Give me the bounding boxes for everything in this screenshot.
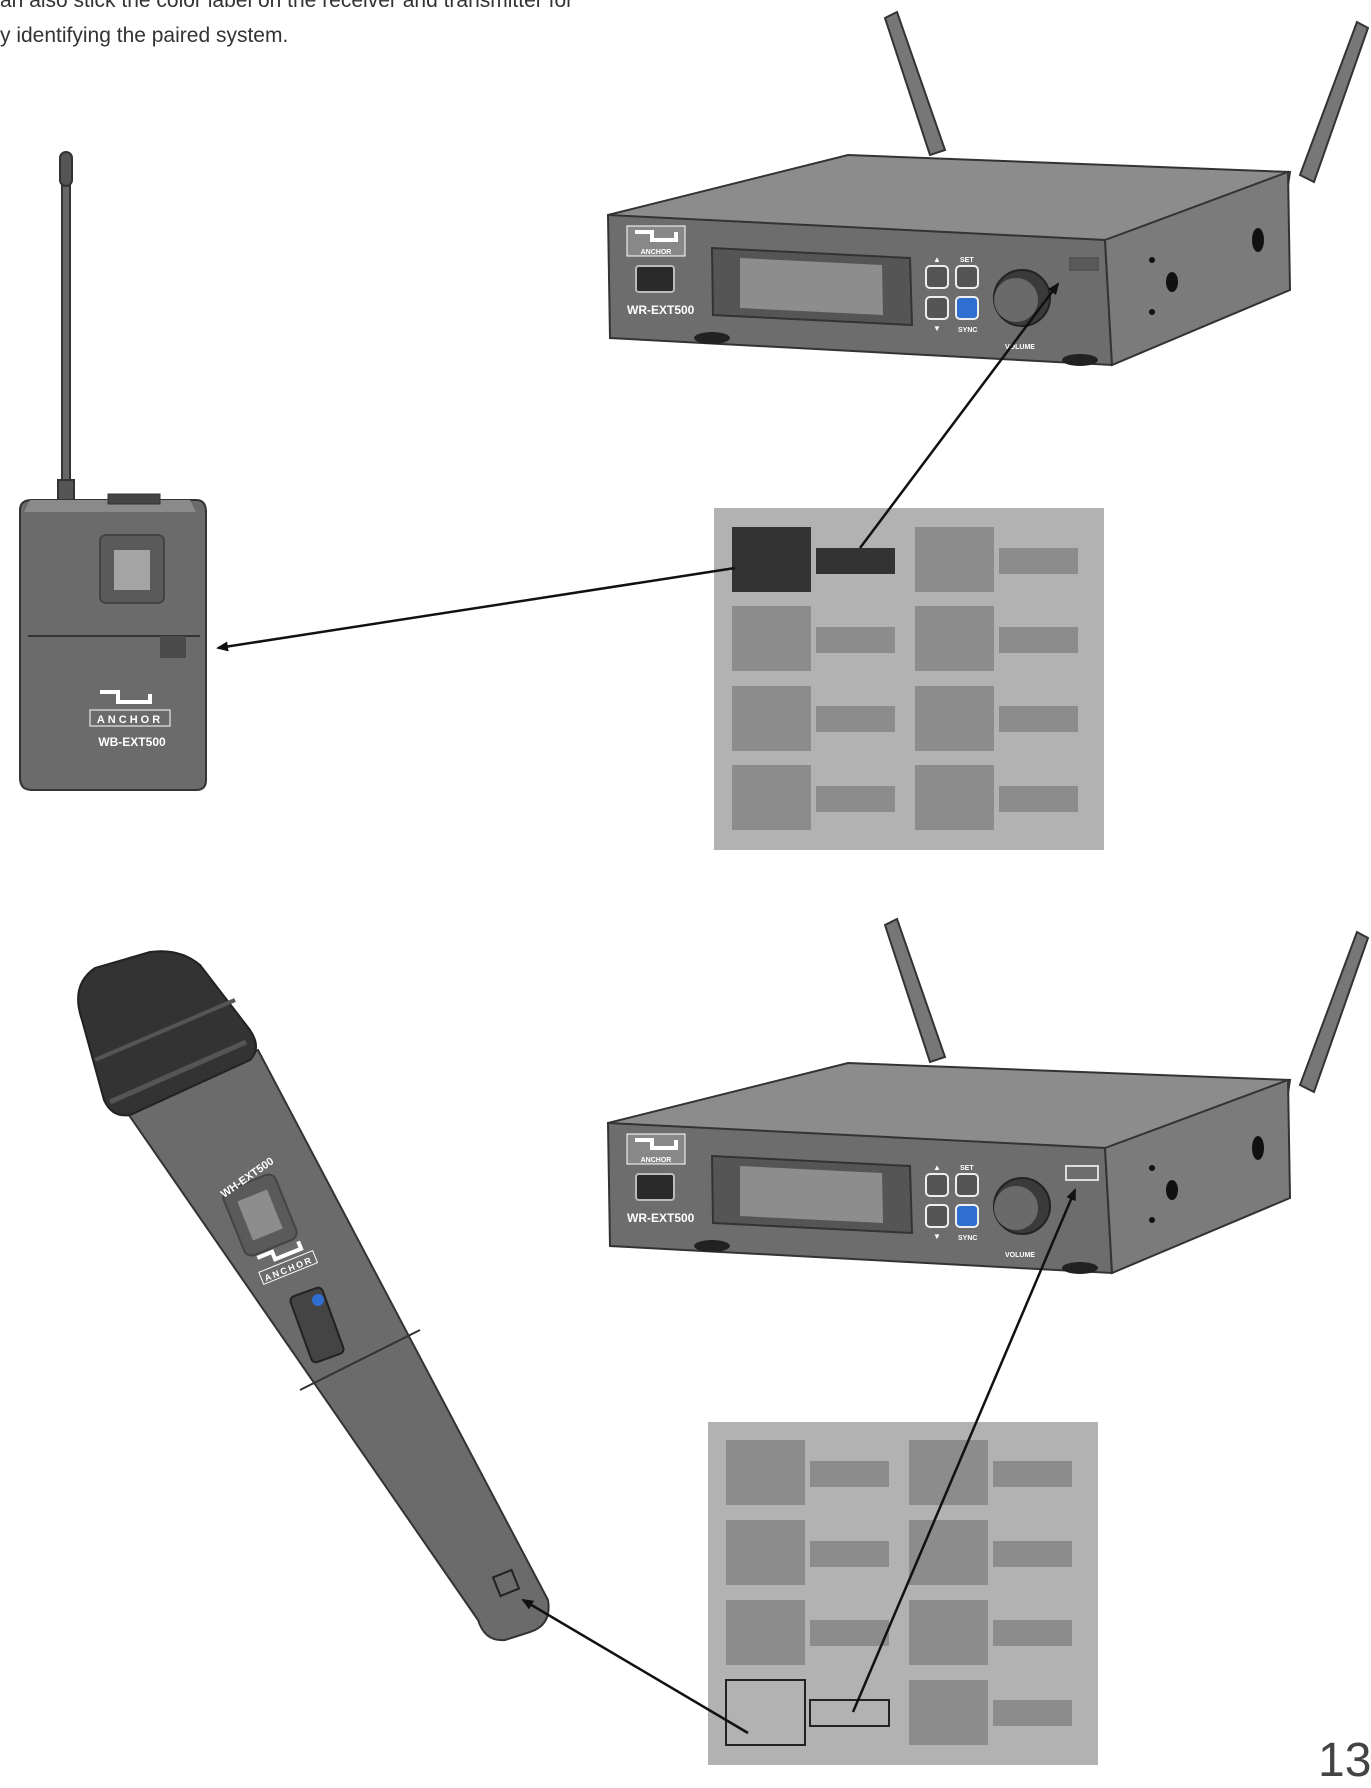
receiver-brand-text: ANCHOR bbox=[641, 1157, 672, 1164]
beltpack-brand-text: ANCHOR bbox=[97, 714, 163, 726]
beltpack-model-label: WB-EXT500 bbox=[98, 735, 166, 749]
mic-status-led bbox=[312, 1294, 324, 1306]
set-label: SET bbox=[960, 257, 974, 264]
side-hole bbox=[1252, 228, 1264, 252]
power-button[interactable] bbox=[635, 265, 675, 293]
anchor-logo: ANCHOR bbox=[626, 1133, 686, 1165]
antenna-left bbox=[883, 917, 947, 1064]
arrow-to-mic bbox=[521, 1598, 749, 1735]
sync-label: SYNC bbox=[958, 1235, 977, 1242]
intro-paragraph: an also stick the color label on the rec… bbox=[0, 0, 680, 53]
up-button[interactable] bbox=[925, 1173, 949, 1197]
up-button[interactable] bbox=[925, 265, 949, 289]
receiver-model-label: WR-EXT500 bbox=[627, 303, 695, 317]
volume-label: VOLUME bbox=[1005, 1252, 1035, 1259]
label-swatch-removed bbox=[725, 1679, 806, 1746]
page-number: 13 bbox=[1318, 1734, 1371, 1787]
down-button[interactable] bbox=[925, 1204, 949, 1228]
handheld-microphone: WH-EXT500 ANCHOR bbox=[77, 950, 550, 1642]
lcd-display bbox=[740, 1166, 883, 1223]
label-sheet-top bbox=[714, 508, 1104, 850]
antenna-right bbox=[1298, 20, 1370, 184]
sync-label: SYNC bbox=[958, 327, 977, 334]
side-hole bbox=[1166, 272, 1178, 292]
power-button[interactable] bbox=[635, 1173, 675, 1201]
down-arrow-icon: ▼ bbox=[933, 1232, 941, 1241]
label-swatch-selected bbox=[732, 527, 811, 592]
anchor-logo: ANCHOR bbox=[89, 690, 171, 727]
label-strip-removed bbox=[809, 1699, 890, 1727]
color-label-spot bbox=[1065, 1165, 1099, 1181]
sync-button[interactable] bbox=[955, 296, 979, 320]
arrow-to-beltpack bbox=[216, 566, 736, 652]
arrow-to-receiver-top bbox=[859, 282, 1060, 549]
lcd-display bbox=[740, 258, 883, 315]
beltpack-antenna bbox=[61, 154, 71, 506]
set-label: SET bbox=[960, 1165, 974, 1172]
set-button[interactable] bbox=[955, 1173, 979, 1197]
down-button[interactable] bbox=[925, 296, 949, 320]
receiver-model-label: WR-EXT500 bbox=[627, 1211, 695, 1225]
receiver-bottom: ANCHOR WR-EXT500 ▲ SET ▼ SYNC VOLUME bbox=[606, 917, 1370, 1275]
beltpack-transmitter: ANCHOR WB-EXT500 bbox=[19, 151, 207, 791]
sync-button[interactable] bbox=[955, 1204, 979, 1228]
receiver-top: ANCHOR WR-EXT500 ▲ SET ▼ SYNC VOLUME bbox=[606, 10, 1370, 367]
receiver-brand-text: ANCHOR bbox=[641, 249, 672, 256]
receiver-side-face bbox=[1103, 170, 1292, 367]
beltpack-label-spot bbox=[160, 636, 186, 658]
up-arrow-icon: ▲ bbox=[933, 1163, 941, 1172]
mic-grille bbox=[77, 950, 257, 1117]
set-button[interactable] bbox=[955, 265, 979, 289]
mic-power-switch[interactable] bbox=[289, 1286, 345, 1364]
color-label-spot bbox=[1069, 257, 1099, 271]
down-arrow-icon: ▼ bbox=[933, 324, 941, 333]
intro-line-1: an also stick the color label on the rec… bbox=[0, 0, 574, 12]
label-strip-selected bbox=[816, 548, 895, 574]
antenna-right bbox=[1298, 930, 1370, 1094]
intro-line-2: y identifying the paired system. bbox=[0, 24, 289, 47]
antenna-left bbox=[883, 10, 947, 157]
mic-label-spot bbox=[491, 1568, 521, 1598]
anchor-logo: ANCHOR bbox=[626, 225, 686, 257]
label-sheet-bottom bbox=[708, 1422, 1098, 1765]
volume-label: VOLUME bbox=[1005, 344, 1035, 351]
arrow-to-receiver-bottom bbox=[851, 1188, 1077, 1713]
up-arrow-icon: ▲ bbox=[933, 255, 941, 264]
